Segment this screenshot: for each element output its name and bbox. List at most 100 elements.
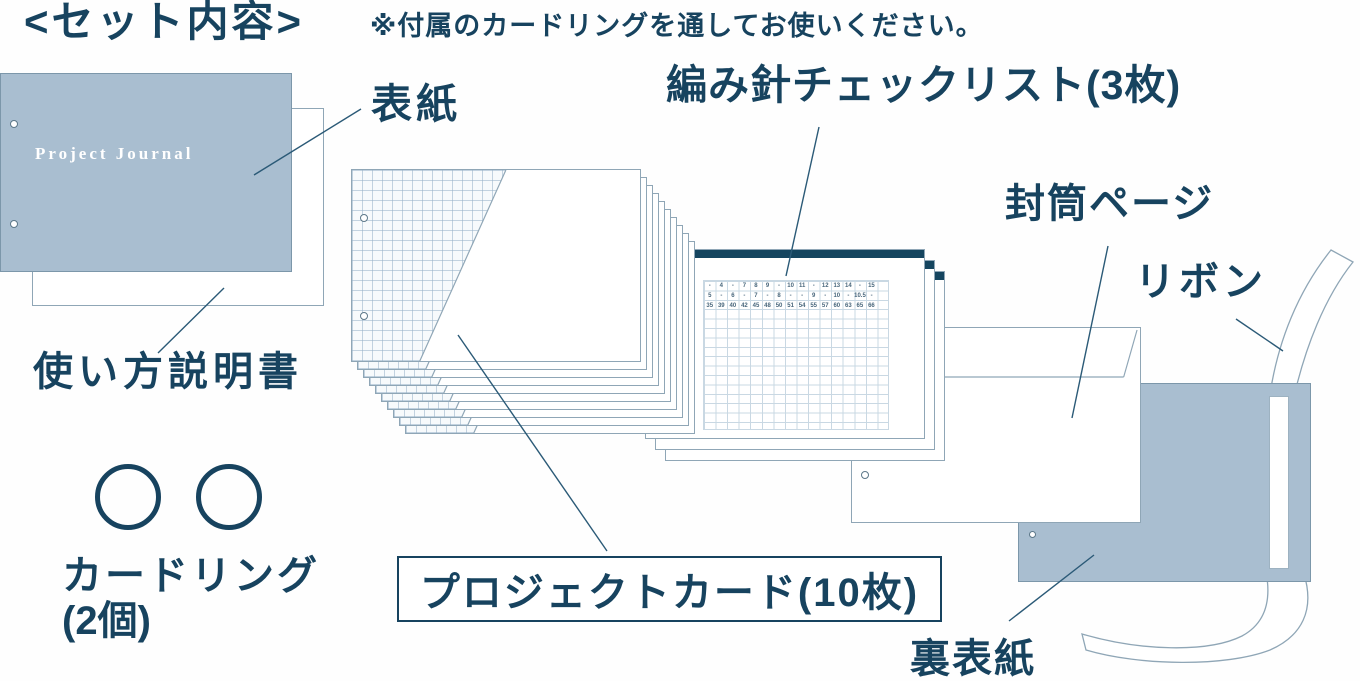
page-title: <セット内容> <box>24 0 305 45</box>
grid-pattern <box>358 178 512 369</box>
table-cell: 8 <box>777 293 781 299</box>
table-cell: - <box>812 283 815 289</box>
ribbon-upper-band <box>1268 249 1354 402</box>
table-cell: 60 <box>833 303 841 309</box>
table-cell: 7 <box>742 283 747 289</box>
grid-pattern <box>394 226 548 417</box>
project-card <box>405 241 695 434</box>
card-rings-count-label: (2個) <box>62 599 151 643</box>
project-card <box>399 233 689 426</box>
grid-pattern <box>352 170 506 361</box>
grid-pattern <box>370 194 524 385</box>
table-cell: - <box>731 283 734 289</box>
card-fold-line <box>437 194 525 385</box>
table-cell: - <box>801 293 804 299</box>
table-cell: 45 <box>752 303 760 309</box>
punch-hole <box>10 120 18 128</box>
table-cell: 8 <box>754 283 758 289</box>
usage-note: ※付属のカードリングを通してお使いください。 <box>370 11 984 41</box>
manual-label: 使い方説明書 <box>33 350 303 394</box>
project-card <box>351 169 641 362</box>
ribbon-label: リボン <box>1135 260 1267 304</box>
ribbon-slot <box>1269 396 1289 569</box>
back-cover-label: 裏表紙 <box>910 637 1036 681</box>
table-cell: 63 <box>844 303 852 309</box>
project-card <box>393 225 683 418</box>
table-cell: 7 <box>754 293 758 299</box>
front-cover: Project Journal <box>0 73 292 272</box>
table-row: 5-6-7-8--9-10-10.5- <box>704 291 888 301</box>
table-cell: - <box>870 293 873 299</box>
card-ring <box>196 464 262 530</box>
table-cell: 4 <box>719 283 723 289</box>
envelope-page <box>851 327 1141 523</box>
grid-pattern <box>388 218 542 409</box>
project-card <box>375 201 665 394</box>
table-cell <box>877 281 889 291</box>
table-cell: - <box>778 283 781 289</box>
table-cell: 35 <box>706 303 714 309</box>
table-cell: 9 <box>812 293 816 299</box>
table-cell: 10 <box>833 293 841 299</box>
table-cell: 42 <box>741 303 748 309</box>
table-cell: - <box>708 283 711 289</box>
project-card <box>381 209 671 402</box>
card-fold-line <box>425 178 513 369</box>
table-cell <box>877 301 889 311</box>
checklist-header-bar <box>666 272 944 280</box>
project-card <box>363 185 653 378</box>
punch-hole <box>10 220 18 228</box>
table-cell: 57 <box>821 303 829 309</box>
punch-hole <box>1029 531 1036 538</box>
table-cell: - <box>720 293 723 299</box>
table-cell: 40 <box>729 303 737 309</box>
cover-title-text: Project Journal <box>35 144 194 163</box>
table-cell: 14 <box>844 283 852 289</box>
project-card <box>369 193 659 386</box>
table-cell: 39 <box>717 303 725 309</box>
table-cell: 10 <box>787 283 794 289</box>
pointer-checklist <box>785 126 820 277</box>
table-cell: - <box>847 293 850 299</box>
checklist-header-bar <box>656 261 934 269</box>
table-cell: 6 <box>731 293 735 299</box>
envelope-label: 封筒ページ <box>1005 182 1215 226</box>
table-cell: 51 <box>787 303 794 309</box>
table-cell: 12 <box>821 283 829 289</box>
card-fold-line <box>455 218 543 409</box>
table-cell: 5 <box>708 293 712 299</box>
card-fold-line <box>473 242 561 433</box>
grid-pattern <box>364 186 518 377</box>
table-cell: 13 <box>833 283 841 289</box>
table-cell: - <box>743 293 746 299</box>
needle-checklist-label: 編み針チェックリスト(3枚) <box>666 62 1182 108</box>
project-card <box>357 177 647 370</box>
card-fold-line <box>467 234 555 425</box>
card-fold-line <box>443 202 531 393</box>
table-cell: 65 <box>856 303 864 309</box>
card-rings-label: カードリング <box>62 554 320 598</box>
card-fold-line <box>449 210 537 401</box>
card-fold-line <box>419 170 507 361</box>
project-card <box>387 217 677 410</box>
project-cards-label: プロジェクトカード(10枚) <box>419 571 920 615</box>
table-cell: 11 <box>798 283 806 289</box>
table-cell: 66 <box>868 303 875 309</box>
front-cover-label: 表紙 <box>371 81 461 127</box>
envelope-flap <box>852 329 1138 378</box>
grid-pattern <box>400 234 554 425</box>
table-cell: - <box>824 293 827 299</box>
card-fold-line <box>461 226 549 417</box>
card-ring <box>95 464 161 530</box>
table-cell: 54 <box>798 303 806 309</box>
table-cell: - <box>858 283 861 289</box>
grid-pattern <box>376 202 530 393</box>
table-cell: 9 <box>765 283 770 289</box>
punch-hole <box>360 312 368 320</box>
table-cell <box>877 291 889 301</box>
table-cell: 50 <box>775 303 783 309</box>
table-cell: 55 <box>810 303 818 309</box>
